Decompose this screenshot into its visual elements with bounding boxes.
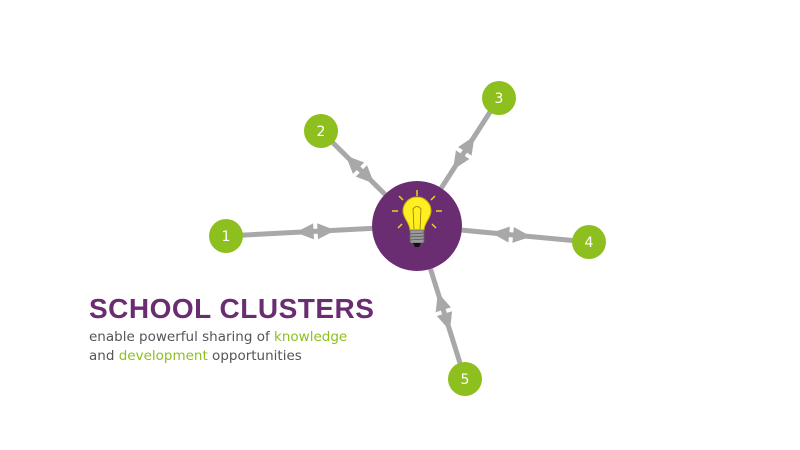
node-circle: [209, 219, 243, 253]
node-label: 4: [585, 235, 594, 251]
subtitle-text: and: [89, 348, 119, 364]
cluster-node-3: 3: [482, 81, 516, 115]
arrow-to-hub-icon: [355, 165, 375, 184]
subtitle: enable powerful sharing of knowledge and…: [89, 328, 347, 366]
arrow-to-hub-icon: [491, 226, 510, 243]
highlight-development: development: [118, 348, 208, 364]
cluster-node-5: 5: [448, 362, 482, 396]
arrow-to-node-icon: [295, 223, 314, 240]
node-label: 5: [461, 372, 470, 388]
node-circle: [448, 362, 482, 396]
node-circle: [572, 225, 606, 259]
arrow-to-hub-icon: [452, 150, 470, 170]
lightbulb-icon: [392, 190, 442, 247]
cluster-node-1: 1: [209, 219, 243, 253]
arrow-to-hub-icon: [317, 223, 336, 240]
subtitle-text: enable powerful sharing of: [89, 329, 275, 345]
heading: SCHOOL CLUSTERS: [89, 293, 375, 324]
node-label: 2: [317, 124, 326, 140]
arrow-to-node-icon: [458, 136, 475, 156]
arrow-to-node-icon: [436, 311, 453, 331]
subtitle-text: opportunities: [207, 348, 302, 364]
node-label: 3: [495, 91, 504, 107]
highlight-knowledge: knowledge: [274, 329, 348, 345]
hub: [372, 181, 462, 271]
arrow-to-hub-icon: [435, 292, 451, 313]
cluster-node-4: 4: [572, 225, 606, 259]
node-circle: [304, 114, 338, 148]
arrow-to-node-icon: [512, 226, 532, 243]
node-label: 1: [222, 229, 231, 245]
node-circle: [482, 81, 516, 115]
arrow-to-node-icon: [345, 155, 365, 174]
cluster-node-2: 2: [304, 114, 338, 148]
